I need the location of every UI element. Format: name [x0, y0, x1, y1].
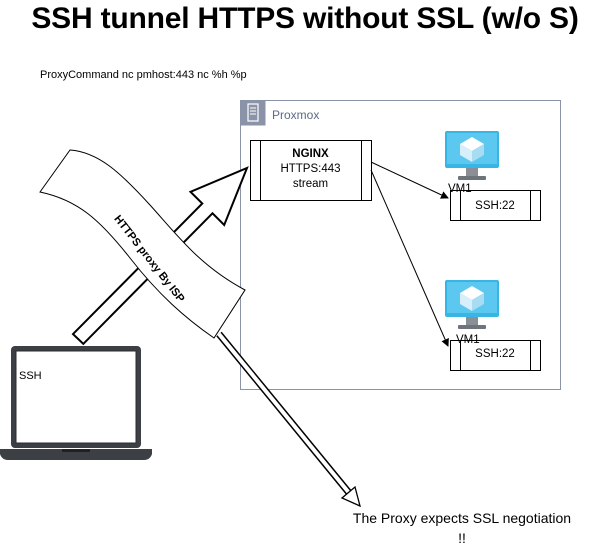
- proxy-ssl-note: The Proxy expects SSL negotiation !!: [352, 510, 572, 546]
- vm1-name-label: VM1: [448, 183, 472, 195]
- vm-box-2[interactable]: [450, 340, 541, 371]
- nginx-mode-label: stream: [292, 178, 329, 190]
- nginx-box[interactable]: [250, 140, 372, 201]
- virtual-machine-icon: [445, 131, 499, 180]
- nginx-to-vm2-connector: [370, 169, 449, 347]
- laptop-icon: [0, 346, 152, 460]
- diagram-title: SSH tunnel HTTPS without SSL (w/o S): [31, 2, 579, 35]
- isp-proxy-ribbon[interactable]: [39, 149, 246, 339]
- vm2-port-label: SSH:22: [475, 348, 515, 360]
- vm2-name-label: VM1: [456, 334, 480, 346]
- proxmox-server-icon: [240, 100, 266, 126]
- virtual-machine-icon: [445, 280, 499, 329]
- vm-box-1[interactable]: [450, 190, 541, 221]
- proxy-command-text: ProxyCommand nc pmhost:443 nc %h %p: [40, 69, 247, 81]
- proxmox-container[interactable]: [240, 100, 561, 390]
- nginx-title: NGINX: [292, 148, 329, 160]
- vm1-port-label: SSH:22: [475, 200, 515, 212]
- nginx-port-label: HTTPS:443: [280, 163, 341, 175]
- proxy-to-note-arrow: [216, 331, 361, 508]
- nginx-to-vm1-connector: [370, 161, 449, 199]
- proxmox-label: Proxmox: [272, 108, 320, 122]
- laptop-ssh-label: SSH: [19, 370, 42, 382]
